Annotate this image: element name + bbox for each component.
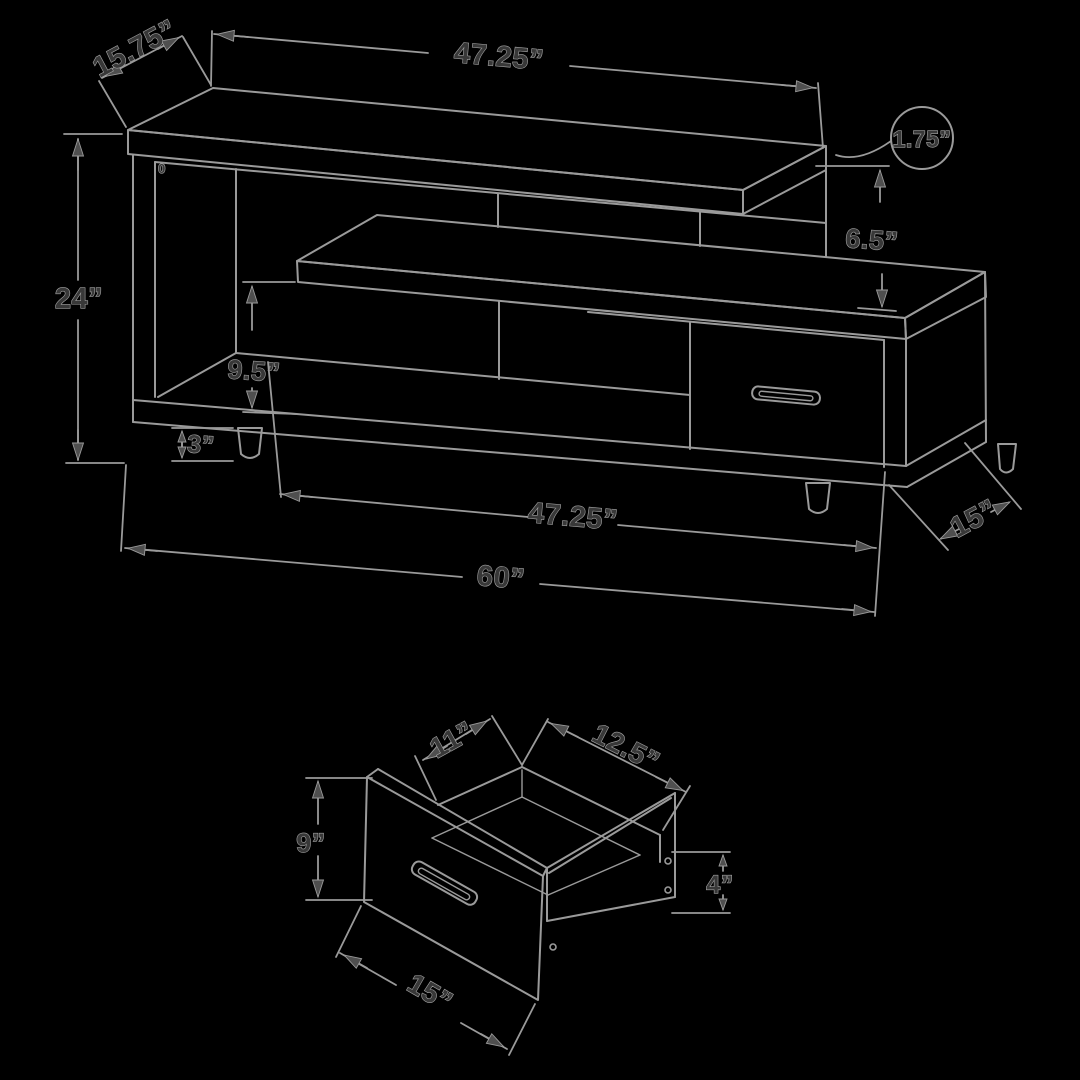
cabinet-drawer-handle [751, 385, 821, 406]
dim-top-depth-label: 15.75” [88, 14, 183, 85]
dim-top-depth: 15.75” [87, 13, 212, 128]
dim-drawer-front-width-label: 15” [402, 967, 458, 1017]
dim-drawer-inner-width: 12.5” [521, 717, 691, 831]
left-pedestal-outline [132, 154, 827, 423]
dim-drawer-front-height-label: 9” [296, 828, 326, 858]
stray-zero-mark: 0 [158, 161, 166, 176]
dim-open-shelf-height: 9.5” [226, 281, 297, 415]
front-right-leg [805, 482, 831, 514]
dim-drawer-inner-depth: 11” [414, 714, 523, 801]
dim-drawer-inner-depth-label: 11” [425, 715, 479, 764]
dim-leg-height-label: 3” [186, 430, 215, 460]
dim-cabinet-width: 47.25” [267, 361, 877, 553]
dim-drawer-side-height: 4” [671, 851, 734, 914]
dim-drawer-side-height-label: 4” [706, 871, 733, 899]
dim-overall-width: 60” [120, 464, 886, 617]
tv-stand-main-view: 0 15.75” 47.25” 1.75” [54, 13, 1022, 617]
drawer-detail-view: 11” 12.5” 9” 4” [296, 714, 734, 1056]
dim-top-width: 47.25” [210, 29, 824, 149]
dim-drawer-front-height: 9” [296, 777, 373, 901]
drawer-handle [410, 860, 479, 906]
dim-overall-height-label: 24” [55, 283, 103, 315]
dim-top-width-label: 47.25” [453, 37, 546, 77]
dim-overall-height: 24” [54, 133, 125, 464]
cabinet-legs [237, 427, 1017, 514]
dim-cabinet-width-label: 47.25” [527, 497, 620, 537]
dim-leg-height: 3” [171, 427, 234, 462]
dim-top-thickness-callout: 1.75” [835, 106, 954, 170]
front-left-leg [237, 427, 263, 459]
drawer-box-outline [431, 766, 676, 951]
dim-shelf-gap: 6.5” [815, 165, 900, 312]
drawer-front-panel [363, 768, 548, 1001]
shelf-supports [497, 170, 827, 258]
top-shelf-outline [127, 87, 827, 215]
dim-cabinet-depth-label: 15” [945, 494, 1003, 545]
lower-cabinet-outline [132, 214, 987, 488]
dim-open-shelf-height-label: 9.5” [226, 354, 281, 388]
dim-shelf-gap-label: 6.5” [844, 223, 899, 257]
dim-overall-width-label: 60” [476, 560, 527, 596]
dim-top-thickness-label: 1.75” [893, 126, 952, 152]
dim-drawer-inner-width-label: 12.5” [588, 718, 665, 778]
back-right-leg [997, 443, 1017, 474]
